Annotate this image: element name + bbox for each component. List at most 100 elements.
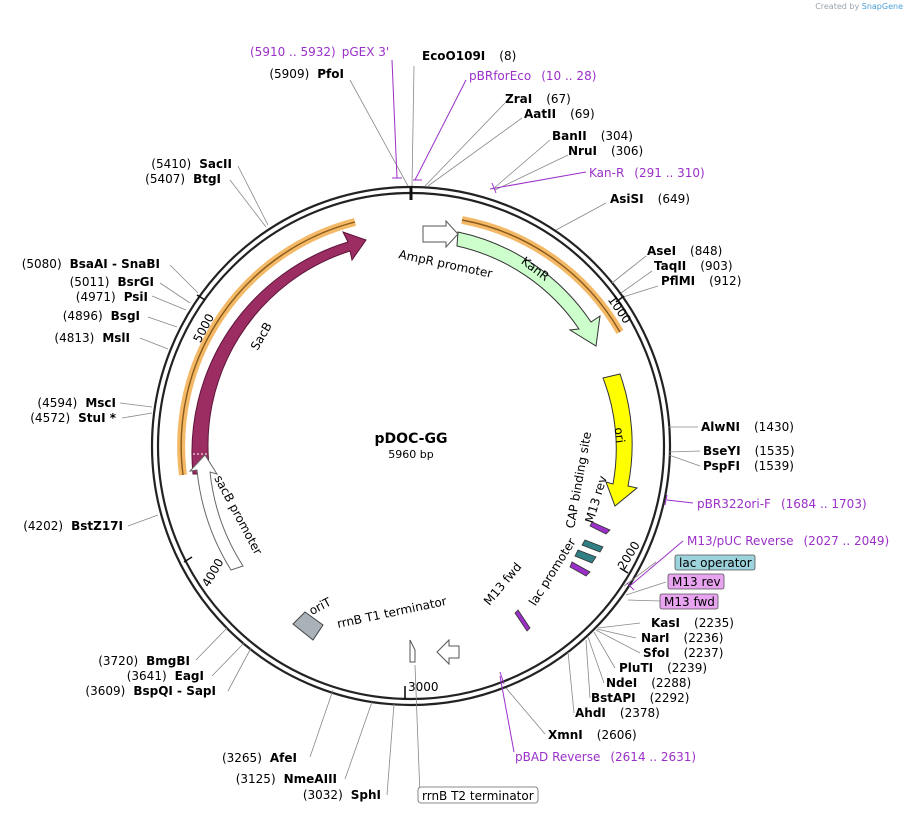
tick-mark-2000 xyxy=(619,567,629,574)
enzyme-bspqi-name: BspQI - SapI xyxy=(133,684,216,698)
primer-m13-puc-reverse: M13/pUC Reverse(2027 .. 2049) xyxy=(687,534,889,548)
enzyme-bsgi-pos: (4896) xyxy=(63,309,103,323)
enzyme-pspfi-pos: (1539) xyxy=(754,459,794,473)
enzyme-asisi-name: AsiSI xyxy=(610,192,644,206)
enzyme-sphi: (3032)SphI xyxy=(303,788,381,802)
enzyme-bsaai-pos: (5080) xyxy=(22,257,62,271)
tick-mark-4000 xyxy=(183,556,193,563)
ring-ticks xyxy=(183,294,629,699)
primer-kan-r: Kan-R(291 .. 310) xyxy=(589,166,705,180)
enzyme-pflmi-pos: (912) xyxy=(709,274,741,288)
leader-nrui xyxy=(494,154,569,191)
leader-kan-r xyxy=(489,171,587,190)
enzyme-ecoo109i: EcoO109I(8) xyxy=(422,49,516,63)
sacb-promoter-arrow xyxy=(188,454,244,571)
leader-rrnb-t2 xyxy=(414,664,421,796)
enzyme-kasi: KasI(2235) xyxy=(651,616,734,630)
rrnb-t2-box xyxy=(417,786,539,804)
leader-pbad-reverse xyxy=(499,675,515,753)
enzyme-psii-pos: (4971) xyxy=(76,290,116,304)
enzyme-stui-name: StuI * xyxy=(78,411,117,425)
ori-label: ori xyxy=(611,427,627,444)
primer-mark-pbr322ori-f xyxy=(664,494,668,506)
enzyme-bstapi-pos: (2292) xyxy=(650,691,690,705)
rrnb-t2-terminator-mark xyxy=(409,639,416,663)
enzyme-pfoi-name: PfoI xyxy=(317,67,344,81)
leader-psii xyxy=(151,295,187,311)
enzyme-bstapi-name: BstAPI xyxy=(591,691,636,705)
enzyme-bmgbi-name: BmgBI xyxy=(146,654,190,668)
enzyme-bsaai-name: BsaAI - SnaBI xyxy=(70,257,160,271)
sacb-label: SacB xyxy=(248,320,275,353)
primer-mark-m13-puc xyxy=(626,582,635,591)
enzyme-asei-pos: (848) xyxy=(690,244,722,258)
leader-msli xyxy=(139,337,169,350)
lac-operator-box xyxy=(674,554,756,571)
m13-fwd-box xyxy=(659,593,719,610)
enzyme-msci-name: MscI xyxy=(85,396,116,410)
enzyme-zrai-name: ZraI xyxy=(505,92,532,106)
leader-pfoi xyxy=(349,79,409,187)
tick-4000: 4000 xyxy=(199,556,226,589)
enzyme-zrai: ZraI (67) xyxy=(505,92,571,106)
leader-pgex3 xyxy=(391,59,398,179)
leader-nmeaiii xyxy=(344,701,373,780)
leader-afei xyxy=(309,689,334,758)
leader-bstapi xyxy=(585,639,591,699)
enzyme-pfoi-pos: (5909) xyxy=(269,67,309,81)
enzyme-pluti: PluTI(2239) xyxy=(619,661,707,675)
enzyme-banii-pos: (304) xyxy=(601,129,633,143)
snapgene-credit: Created by SnapGene xyxy=(815,2,903,11)
enzyme-sacii: (5410)SacII xyxy=(151,157,232,171)
orit-label: oriT xyxy=(307,594,334,617)
leader-pflmi xyxy=(622,285,659,298)
enzyme-nari: NarI(2236) xyxy=(641,631,723,645)
leader-stui xyxy=(121,412,153,419)
enzyme-eagi-name: EagI xyxy=(175,669,204,683)
primer-leaders xyxy=(391,59,694,753)
leader-pbrforeco xyxy=(414,79,467,181)
enzyme-alwni-name: AlwNI xyxy=(701,420,740,434)
enzyme-bsrgi-name: BsrGI xyxy=(117,275,154,289)
enzyme-stui-pos: (4572) xyxy=(30,411,70,425)
rrnb-t2-label: rrnB T2 terminator xyxy=(422,789,534,803)
enzyme-pluti-pos: (2239) xyxy=(667,661,707,675)
lac-operator-label: lac operator xyxy=(679,556,752,570)
leader-bspqi xyxy=(227,647,252,692)
leader-pspfi xyxy=(668,454,701,467)
enzyme-asisi-pos: (649) xyxy=(658,192,690,206)
enzyme-alwni-pos: (1430) xyxy=(754,420,794,434)
enzyme-bsaai-snabi: (5080) BsaAI - SnaBI xyxy=(22,257,160,271)
leader-btgi xyxy=(229,179,267,228)
leader-kasi xyxy=(597,622,641,629)
enzyme-xmni: XmnI (2606) xyxy=(548,728,637,742)
enzyme-btgi: (5407)BtgI xyxy=(145,172,221,186)
enzyme-banii: BanII(304) xyxy=(552,129,633,143)
enzyme-aatii-pos: (69) xyxy=(570,107,595,121)
enzyme-afei-name: AfeI xyxy=(270,751,297,765)
leader-banii xyxy=(492,139,551,190)
enzyme-nari-pos: (2236) xyxy=(684,631,724,645)
kanr-highlight-line xyxy=(461,219,621,333)
enzyme-nmeaiii-pos: (3125) xyxy=(236,772,276,786)
enzyme-bsgi-name: BsgI xyxy=(111,309,140,323)
enzyme-kasi-name: KasI xyxy=(651,616,680,630)
enzyme-zrai-pos: (67) xyxy=(546,92,571,106)
sacb-arrow xyxy=(191,231,367,475)
primer-pbr322ori-f-range: (1684 .. 1703) xyxy=(781,497,867,511)
enzyme-aatii-name: AatII xyxy=(524,107,556,121)
enzyme-nmeaiii-name: NmeAIII xyxy=(284,772,337,786)
sacb-highlight-line xyxy=(180,221,356,476)
m13-fwd-label: M13 fwd xyxy=(481,560,524,608)
leader-ecoo109i xyxy=(411,65,415,187)
leader-bsrgi xyxy=(159,282,191,304)
enzyme-xmni-name: XmnI xyxy=(548,728,583,742)
enzyme-xmni-pos: (2606) xyxy=(597,728,637,742)
enzyme-bsgi: (4896) BsgI xyxy=(63,309,140,323)
enzyme-taqii-pos: (903) xyxy=(700,259,732,273)
primer-pbad-range: (2614 .. 2631) xyxy=(610,750,696,764)
enzyme-nrui-pos: (306) xyxy=(611,144,643,158)
enzyme-sphi-name: SphI xyxy=(351,788,381,802)
enzyme-eagi-pos: (3641) xyxy=(127,669,167,683)
